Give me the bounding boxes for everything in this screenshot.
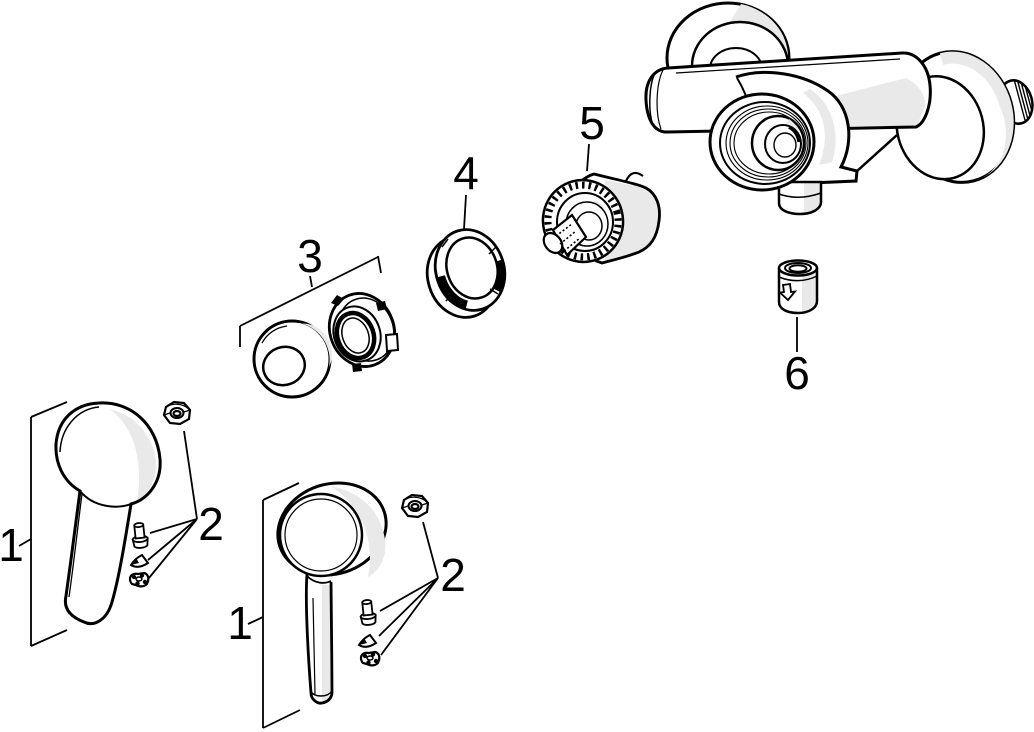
- cartridge-housing-boss: [708, 92, 816, 192]
- label-lever-fixing-set: 2: [198, 498, 224, 550]
- leader-knob-fixing-set: [378, 521, 439, 656]
- label-knob-fixing-set: 2: [440, 549, 466, 601]
- label-knob-handle: 1: [227, 597, 253, 649]
- lever-handle-group: [54, 400, 192, 626]
- lever-handle: [54, 401, 162, 626]
- handle-cone-plug: [358, 634, 377, 648]
- handle-nut: [162, 400, 192, 426]
- leader-part-4: [463, 194, 467, 230]
- flow-arrow-mark: [777, 282, 798, 302]
- cartridge: [541, 171, 661, 265]
- cover-ring: [425, 228, 507, 319]
- cartridge-stem: [542, 213, 588, 257]
- handle-screw: [358, 598, 378, 627]
- adapter-bushing: [777, 259, 819, 315]
- handle-screw: [130, 521, 150, 550]
- label-lever-handle: 1: [0, 519, 24, 571]
- leader-lever-fixing-set: [147, 430, 198, 579]
- handle-nut: [400, 493, 430, 519]
- ring-notch: [384, 332, 400, 353]
- bracket-lever-group: [18, 401, 68, 647]
- cartridge-tab: [625, 171, 644, 182]
- clip-tab: [376, 301, 387, 311]
- label-escutcheon-set: 3: [297, 230, 323, 282]
- callout-labels: 1 2 1 2 3 4 5 6: [0, 97, 810, 649]
- knob-handle-group: [276, 481, 430, 705]
- escutcheon-dome: [252, 319, 333, 399]
- leader-part-3: [239, 255, 382, 347]
- clip-tab: [352, 363, 362, 372]
- callout-leaders: [18, 143, 798, 729]
- outlet-stub: [777, 180, 823, 216]
- leader-part-5: [586, 143, 590, 172]
- escutcheon-set: [252, 292, 400, 399]
- label-adapter-bushing: 6: [784, 347, 810, 399]
- handle-cap-nut: [359, 650, 381, 667]
- label-cover-ring: 4: [453, 147, 479, 199]
- handle-cone-plug: [130, 554, 149, 568]
- label-cartridge: 5: [579, 97, 605, 149]
- handle-cap-nut: [128, 571, 150, 588]
- mounting-ring: [327, 292, 400, 372]
- mixer-body: [644, 1, 1034, 216]
- clip-tab: [331, 295, 344, 306]
- bracket-knob-group: [247, 482, 301, 729]
- cartridge-toothed-ring: [544, 181, 622, 261]
- knob-handle: [276, 481, 388, 705]
